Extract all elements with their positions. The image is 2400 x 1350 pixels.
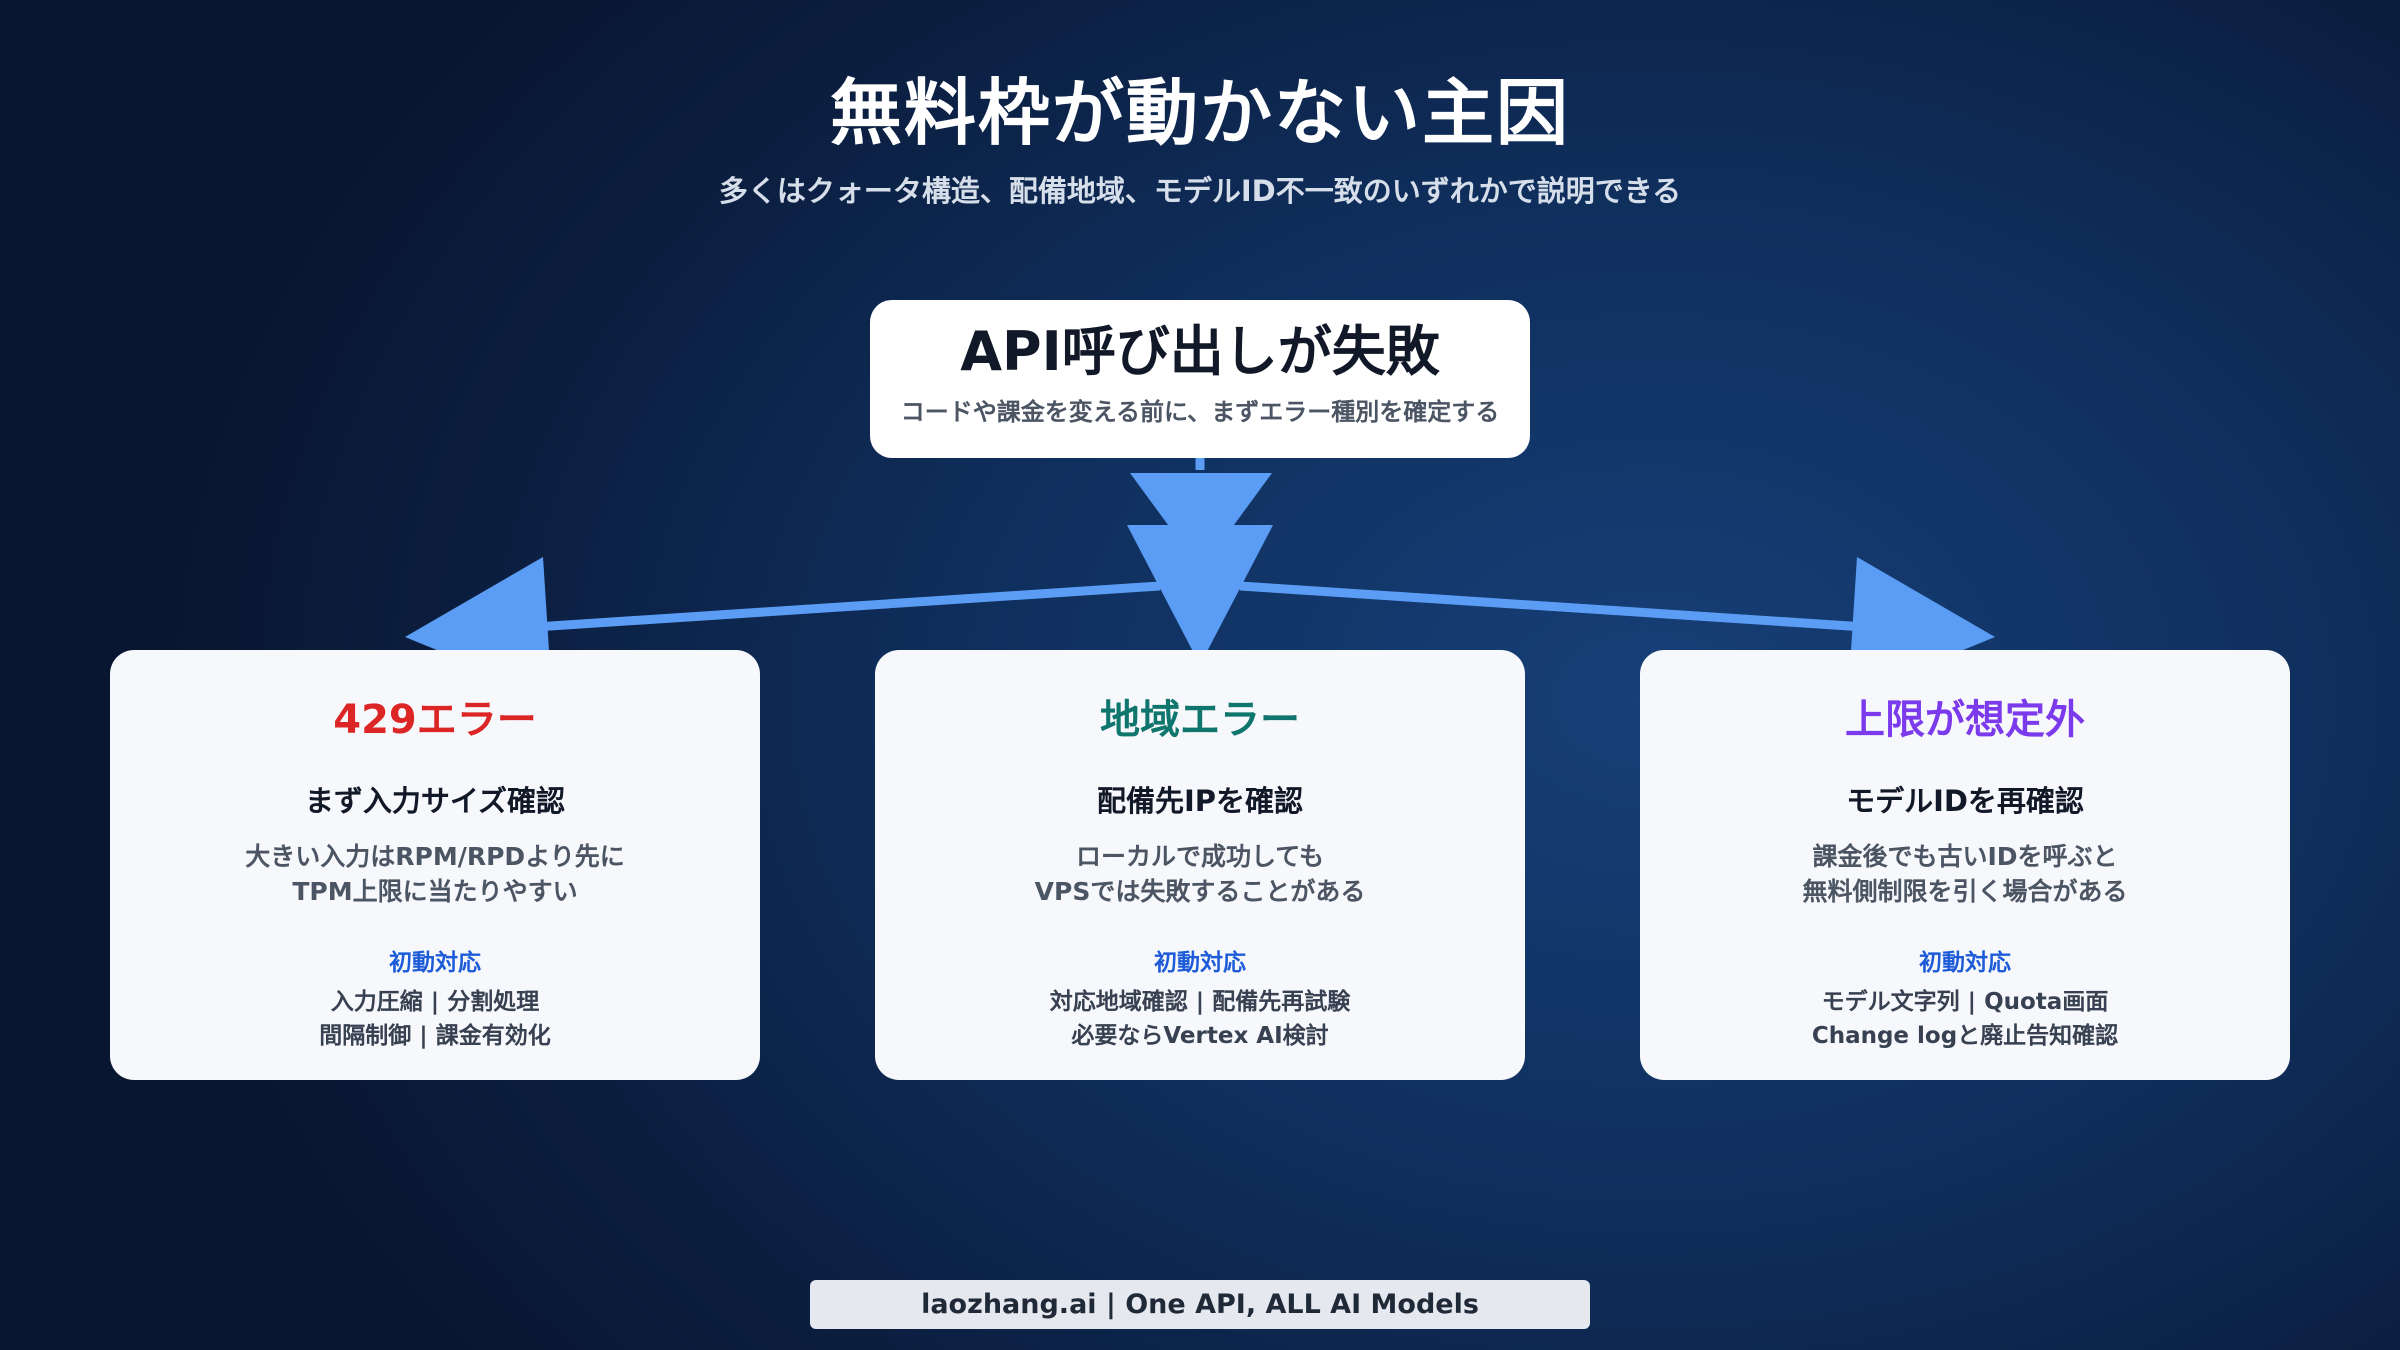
action-line: 入力圧縮 | 分割処理 — [330, 989, 540, 1015]
action-list: 対応地域確認 | 配備先再試験 必要ならVertex AI検討 — [875, 985, 1525, 1053]
card-description: 大きい入力はRPM/RPDより先に TPM上限に当たりやすい — [110, 840, 760, 909]
connector-line-right — [1239, 581, 1881, 633]
card-description: ローカルで成功しても VPSでは失敗することがある — [875, 840, 1525, 909]
card-title: 上限が想定外 — [1845, 697, 2085, 743]
card-heading: まず入力サイズ確認 — [304, 784, 566, 818]
card-title: 429エラー — [333, 697, 537, 743]
footer-banner: laozhang.ai | One API, ALL AI Models — [810, 1280, 1590, 1329]
action-list: 入力圧縮 | 分割処理 間隔制御 | 課金有効化 — [110, 985, 760, 1053]
page-title: 無料枠が動かない主因 — [829, 71, 1570, 155]
root-title: API呼び出しが失敗 — [960, 320, 1440, 383]
card-description-line: VPSでは失敗することがある — [1034, 876, 1366, 906]
root-node: API呼び出しが失敗 コードや課金を変える前に、まずエラー種別を確定する — [870, 300, 1530, 458]
card-429-error: 429エラー まず入力サイズ確認 大きい入力はRPM/RPDより先に TPM上限… — [110, 650, 760, 1080]
card-description-line: 無料側制限を引く場合がある — [1802, 876, 2128, 906]
action-label: 初動対応 — [1919, 950, 2011, 976]
root-description: コードや課金を変える前に、まずエラー種別を確定する — [900, 397, 1500, 426]
card-region-error: 地域エラー 配備先IPを確認 ローカルで成功しても VPSでは失敗することがある… — [875, 650, 1525, 1080]
action-line: 対応地域確認 | 配備先再試験 — [1049, 989, 1351, 1015]
card-unexpected-limit: 上限が想定外 モデルIDを再確認 課金後でも古いIDを呼ぶと 無料側制限を引く場… — [1640, 650, 2290, 1080]
action-line: 必要ならVertex AI検討 — [1071, 1023, 1329, 1050]
action-line: モデル文字列 | Quota画面 — [1821, 989, 2109, 1015]
action-label: 初動対応 — [389, 950, 481, 976]
connector-line-left — [519, 581, 1161, 633]
card-heading: 配備先IPを確認 — [1096, 784, 1304, 818]
header: 無料枠が動かない主因 多くはクォータ構造、配備地域、モデルID不一致のいずれかで… — [0, 70, 2400, 209]
card-description-line: TPM上限に当たりやすい — [292, 876, 578, 906]
card-description: 課金後でも古いIDを呼ぶと 無料側制限を引く場合がある — [1640, 840, 2290, 909]
arrowhead-center-upper — [1130, 473, 1272, 570]
action-list: モデル文字列 | Quota画面 Change logと廃止告知確認 — [1640, 985, 2290, 1053]
card-description-line: 大きい入力はRPM/RPDより先に — [245, 842, 625, 871]
card-description-line: 課金後でも古いIDを呼ぶと — [1812, 842, 2118, 871]
arrowhead-center-lower — [1127, 525, 1273, 665]
page-subtitle: 多くはクォータ構造、配備地域、モデルID不一致のいずれかで説明できる — [718, 174, 1682, 209]
card-title: 地域エラー — [1100, 697, 1300, 743]
action-line: Change logと廃止告知確認 — [1811, 1023, 2119, 1050]
action-line: 間隔制御 | 課金有効化 — [319, 1023, 551, 1050]
card-description-line: ローカルで成功しても — [1075, 842, 1324, 871]
action-label: 初動対応 — [1154, 950, 1246, 976]
card-heading: モデルIDを再確認 — [1846, 784, 2084, 818]
